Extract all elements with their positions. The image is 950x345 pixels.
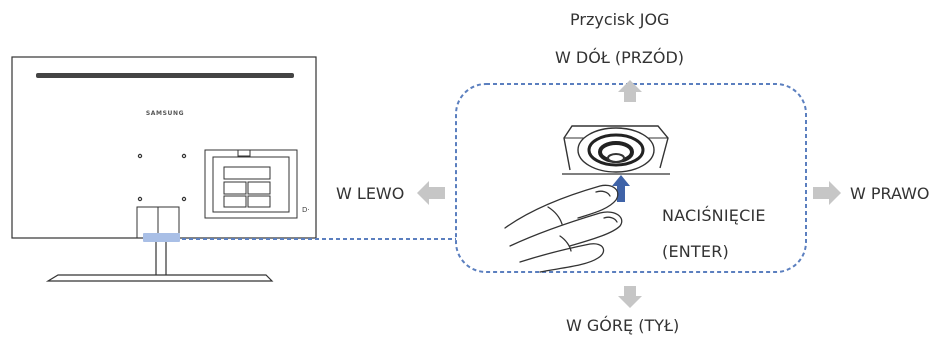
press-label-line2: (ENTER)	[662, 242, 729, 261]
mount-hole	[137, 196, 143, 202]
finger-icon	[504, 184, 623, 273]
jog-title: Przycisk JOG	[570, 10, 670, 29]
mount-hole	[137, 153, 143, 159]
press-arrow-icon	[612, 175, 630, 202]
direction-right-label: W PRAWO	[850, 184, 930, 203]
arrow-down-icon	[618, 286, 642, 308]
mount-hole	[181, 153, 187, 159]
arrow-up-icon	[618, 80, 642, 102]
monitor-back: D·	[11, 56, 317, 282]
direction-left-label: W LEWO	[336, 184, 405, 203]
arrow-left-icon	[417, 181, 445, 205]
direction-arrows	[417, 80, 841, 308]
direction-down-label: W DÓŁ (PRZÓD)	[555, 48, 685, 67]
brand-logo: SAMSUNG	[145, 110, 185, 117]
monitor-frame	[11, 56, 317, 239]
ports-panel	[204, 149, 298, 219]
press-label-line1: NACIŚNIĘCIE	[662, 206, 766, 225]
direction-up-label: W GÓRĘ (TYŁ)	[566, 316, 680, 335]
jog-detail-frame	[455, 83, 807, 273]
port-symbol: D·	[302, 206, 310, 214]
jog-button-highlight	[143, 233, 180, 242]
jog-button-closeup	[562, 125, 670, 175]
mount-hole	[181, 196, 187, 202]
monitor-vent	[36, 73, 294, 78]
arrow-right-icon	[813, 181, 841, 205]
